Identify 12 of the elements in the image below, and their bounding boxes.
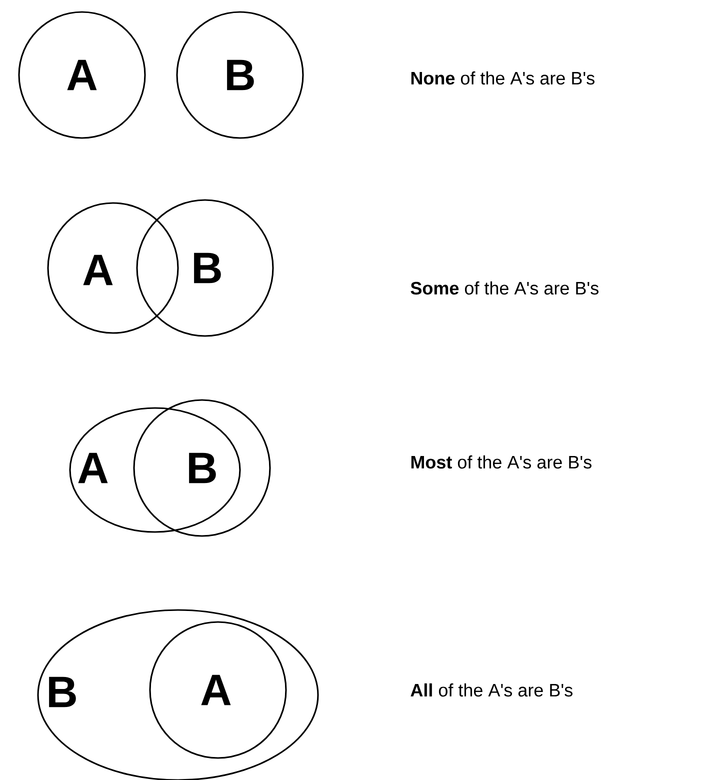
statement: Some of the A's are B's: [410, 281, 598, 295]
letter: B: [49, 676, 76, 708]
letter: A: [78, 452, 108, 484]
letter: A: [67, 60, 97, 90]
letter: B: [194, 252, 221, 284]
letter: A: [83, 254, 113, 286]
letter: A: [201, 674, 231, 706]
letter: B: [227, 60, 254, 90]
statement: All of the A's are B's: [410, 683, 572, 697]
statement: None of the A's are B's: [411, 71, 594, 85]
letter: B: [189, 452, 216, 484]
statement: Most of the A's are B's: [411, 455, 592, 469]
